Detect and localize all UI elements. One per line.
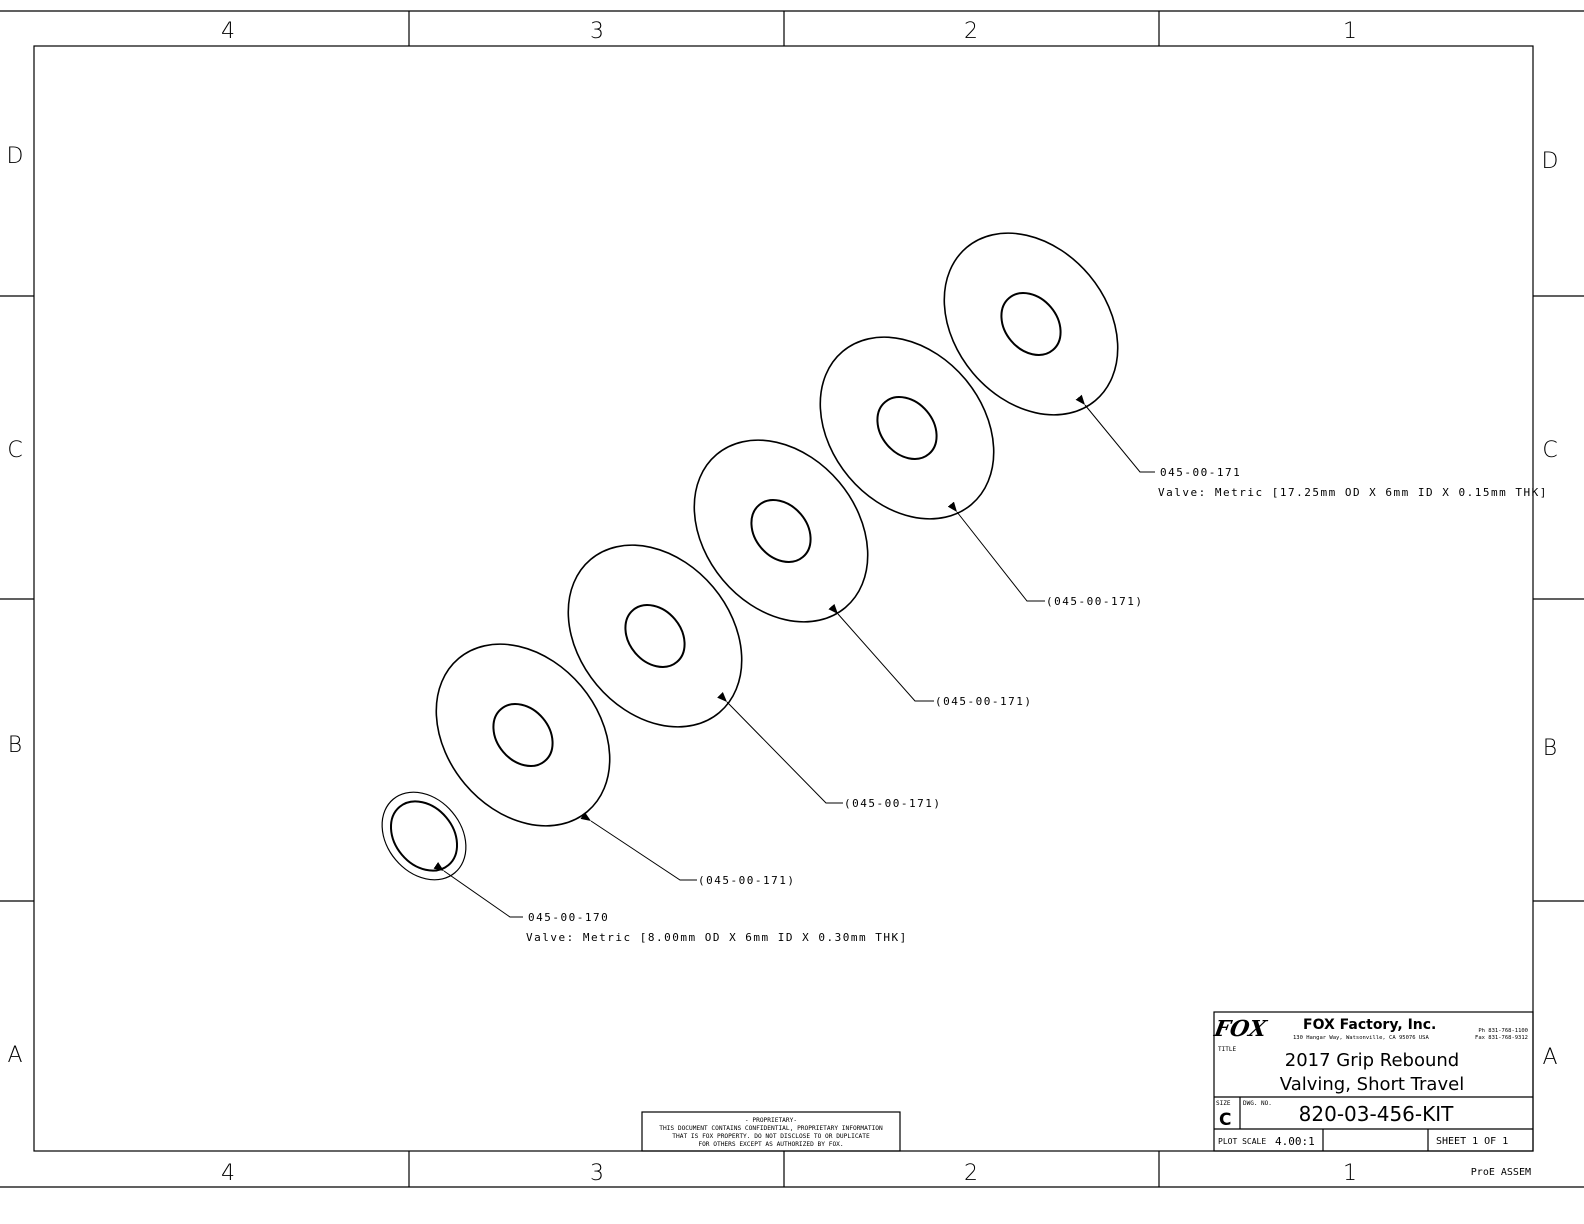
- title-block: FOX FOX Factory, Inc. 130 Hangar Way, Wa…: [1211, 1011, 1534, 1178]
- zone-row-b-left: B: [8, 733, 22, 758]
- zone-row-d-left: D: [7, 144, 24, 169]
- proprietary-note: - PROPRIETARY- THIS DOCUMENT CONTAINS CO…: [641, 1111, 901, 1152]
- zone-row-a-left: A: [7, 1043, 22, 1068]
- callout-5-part: (045-00-171): [698, 874, 795, 887]
- callout-4-part: (045-00-171): [844, 797, 941, 810]
- size-label: SIZE: [1216, 1100, 1231, 1107]
- drawing-title-line-2: Valving, Short Travel: [1280, 1074, 1464, 1095]
- company-name: FOX Factory, Inc.: [1303, 1017, 1436, 1033]
- title-label: TITLE: [1218, 1046, 1236, 1053]
- zone-row-b-right: B: [1543, 736, 1557, 761]
- proprietary-line-3: FOR OTHERS EXCEPT AS AUTHORIZED BY FOX.: [698, 1141, 843, 1148]
- sheet-number: SHEET 1 OF 1: [1436, 1136, 1508, 1147]
- leader-lines: [433, 394, 1155, 918]
- proprietary-heading: - PROPRIETARY-: [745, 1117, 797, 1124]
- washer-3: [693, 439, 869, 623]
- zone-col-3-top: 3: [590, 19, 604, 44]
- company-phone: Ph 831-768-1100: [1478, 1028, 1528, 1034]
- zone-col-4-top: 4: [221, 19, 235, 44]
- washer-2: [819, 336, 995, 520]
- washer-small: [381, 791, 467, 881]
- washers: [381, 232, 1119, 881]
- zone-col-2-top: 2: [964, 19, 978, 44]
- callout-6-description: Valve: Metric [8.00mm OD X 6mm ID X 0.30…: [526, 931, 908, 944]
- drawing-number: 820-03-456-KIT: [1299, 1102, 1454, 1126]
- company-fax: Fax 831-768-9312: [1475, 1035, 1528, 1041]
- dwg-no-label: DWG. NO.: [1243, 1100, 1272, 1107]
- callout-1-part: 045-00-171: [1160, 466, 1241, 479]
- zone-col-2-bottom: 2: [964, 1161, 978, 1186]
- model-type: ProE ASSEM: [1471, 1167, 1531, 1178]
- zone-row-c-left: C: [7, 438, 22, 463]
- fox-logo: FOX: [1211, 1016, 1269, 1042]
- proprietary-line-2: THAT IS FOX PROPERTY. DO NOT DISCLOSE TO…: [672, 1133, 870, 1140]
- zone-col-1-bottom: 1: [1343, 1161, 1357, 1186]
- callout-2-part: (045-00-171): [1046, 595, 1143, 608]
- zone-row-a-right: A: [1542, 1045, 1557, 1070]
- washer-5: [435, 643, 611, 827]
- sheet-border: [0, 10, 1584, 1188]
- proprietary-line-1: THIS DOCUMENT CONTAINS CONFIDENTIAL, PRO…: [659, 1125, 883, 1132]
- washer-1: [943, 232, 1119, 416]
- company-address: 130 Hangar Way, Watsonville, CA 95076 US…: [1293, 1035, 1429, 1041]
- callout-6-part: 045-00-170: [528, 911, 609, 924]
- plot-scale-value: 4.00:1: [1275, 1135, 1315, 1148]
- callout-3-part: (045-00-171): [935, 695, 1032, 708]
- zone-col-4-bottom: 4: [221, 1161, 235, 1186]
- washer-4: [567, 544, 743, 728]
- sheet-size: C: [1219, 1110, 1231, 1130]
- zone-row-d-right: D: [1542, 149, 1559, 174]
- drawing-title-line-1: 2017 Grip Rebound: [1285, 1050, 1459, 1071]
- zone-col-3-bottom: 3: [590, 1161, 604, 1186]
- callout-1-description: Valve: Metric [17.25mm OD X 6mm ID X 0.1…: [1158, 486, 1548, 499]
- plot-scale-label: PLOT SCALE: [1218, 1137, 1266, 1146]
- zone-row-c-right: C: [1542, 438, 1557, 463]
- zone-col-1-top: 1: [1343, 19, 1357, 44]
